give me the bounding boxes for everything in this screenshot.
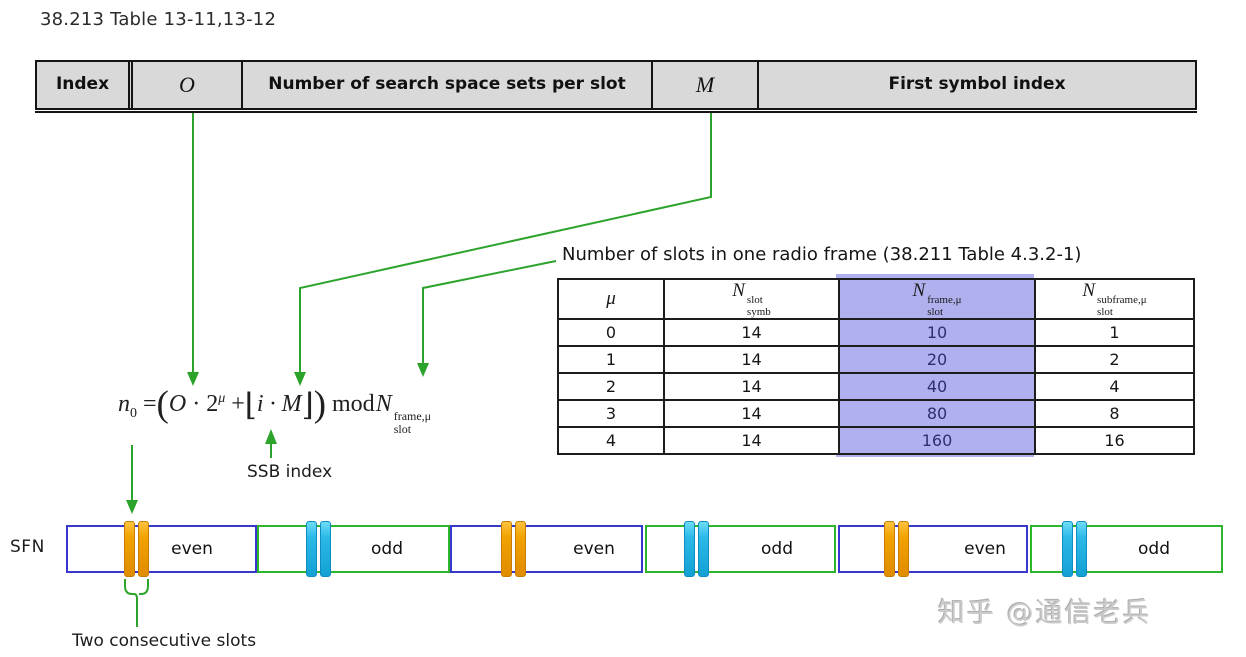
page-title: 38.213 Table 13-11,13-12	[40, 9, 277, 30]
radio-frame-odd: odd	[257, 521, 450, 577]
cell-nsymb: 14	[663, 345, 840, 375]
cell-mu: 2	[557, 372, 665, 402]
nslot-frame-arrow	[417, 260, 557, 377]
slots-table-caption: Number of slots in one radio frame (38.2…	[562, 244, 1082, 265]
pdcch-monitoring-slots-orange	[501, 521, 526, 577]
cell-nsymb: 14	[663, 399, 840, 429]
cell-nslot-frame: 40	[838, 372, 1036, 402]
pdcch-monitoring-slots-cyan	[1062, 521, 1087, 577]
cell-nslot-subframe: 1	[1034, 318, 1195, 348]
o-arrow	[187, 113, 199, 386]
table-row: 2 14 40 4	[557, 372, 1195, 402]
frame-label: odd	[371, 539, 403, 559]
frame-label: odd	[761, 539, 793, 559]
slot-bar	[124, 521, 135, 577]
slot-bar	[684, 521, 695, 577]
table-row: 4 14 160 16	[557, 426, 1195, 456]
slot-bar	[306, 521, 317, 577]
pdcch-monitoring-slots-cyan	[306, 521, 331, 577]
spec-col-search-space-sets: Number of search space sets per slot	[243, 62, 653, 108]
radio-frame-odd: odd	[645, 521, 836, 577]
cell-nslot-frame: 80	[838, 399, 1036, 429]
cell-nsymb: 14	[663, 372, 840, 402]
frame-label: odd	[1138, 539, 1170, 559]
ssb-index-label: SSB index	[247, 462, 333, 482]
two-slots-bracket	[124, 579, 149, 627]
radio-frame-odd: odd	[1030, 521, 1223, 577]
cell-mu: 0	[557, 318, 665, 348]
slot-bar	[898, 521, 909, 577]
frame-label: even	[171, 539, 213, 559]
cell-nslot-subframe: 4	[1034, 372, 1195, 402]
cell-mu: 4	[557, 426, 665, 456]
table-row: 3 14 80 8	[557, 399, 1195, 429]
cell-nslot-frame: 160	[838, 426, 1036, 456]
slot-bar	[884, 521, 895, 577]
frame-label: even	[573, 539, 615, 559]
table-row: 0 14 10 1	[557, 318, 1195, 348]
frame-label: even	[964, 539, 1006, 559]
cell-nslot-subframe: 8	[1034, 399, 1195, 429]
cell-nsymb: 14	[663, 426, 840, 456]
pdcch-monitoring-slots-orange	[884, 521, 909, 577]
slot-bar	[1062, 521, 1073, 577]
cell-nslot-frame: 10	[838, 318, 1036, 348]
pdcch-monitoring-slots-orange	[124, 521, 149, 577]
search-space-spec-table: Index O Number of search space sets per …	[35, 60, 1197, 113]
pdcch-monitoring-slots-cyan	[684, 521, 709, 577]
slot-bar	[320, 521, 331, 577]
col-header-mu: μ	[557, 277, 665, 321]
cell-mu: 1	[557, 345, 665, 375]
slot-bar	[138, 521, 149, 577]
table-row: 1 14 20 2	[557, 345, 1195, 375]
two-consecutive-slots-label: Two consecutive slots	[72, 631, 257, 651]
slot-bar	[515, 521, 526, 577]
watermark: 知乎 @通信老兵	[938, 598, 1152, 629]
spec-col-o: O	[133, 62, 243, 108]
slot-bar	[501, 521, 512, 577]
slot-bar	[698, 521, 709, 577]
cell-mu: 3	[557, 399, 665, 429]
cell-nslot-subframe: 2	[1034, 345, 1195, 375]
spec-col-m: M	[653, 62, 759, 108]
sfn-label: SFN	[10, 537, 45, 557]
radio-frame-even: even	[66, 521, 257, 577]
radio-frame-even: even	[838, 521, 1028, 577]
slot-bar	[1076, 521, 1087, 577]
cell-nsymb: 14	[663, 318, 840, 348]
spec-col-index: Index	[37, 62, 133, 108]
cell-nslot-frame: 20	[838, 345, 1036, 375]
cell-nslot-subframe: 16	[1034, 426, 1195, 456]
radio-frame-even: even	[450, 521, 643, 577]
n0-slot-arrow	[126, 445, 138, 514]
spec-col-first-symbol-index: First symbol index	[888, 74, 1066, 95]
